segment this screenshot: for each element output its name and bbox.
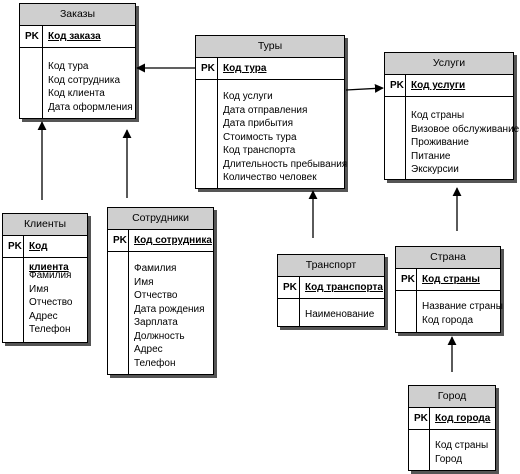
attribute: Дата оформления	[48, 101, 133, 113]
primary-key-row: PK Код заказа	[20, 26, 135, 48]
primary-key-field: Код услуги	[411, 80, 466, 91]
entity-zakazy: Заказы PK Код заказа Код тура Код сотруд…	[19, 3, 136, 119]
attribute-list: Фамилия Имя Отчество Адрес Телефон	[29, 269, 72, 337]
attribute-list: Название страны Код города	[422, 300, 503, 327]
attribute: Отчество	[29, 297, 73, 308]
entity-tury: Туры PK Код тура Код услуги Дата отправл…	[195, 35, 347, 189]
primary-key-row: PK Код тура	[196, 58, 344, 80]
attribute: Код страны	[435, 440, 489, 451]
attribute: Адрес	[29, 310, 58, 322]
pk-label: PK	[113, 235, 127, 246]
entity-title: Транспорт	[278, 255, 384, 277]
primary-key-field: Код города	[435, 413, 491, 424]
primary-key-row: PK Код услуги	[385, 75, 513, 97]
attribute: Код сотрудника	[48, 74, 121, 86]
attribute: Город	[435, 453, 463, 465]
attribute: Имя	[29, 283, 49, 295]
attribute: Экскурсии	[411, 164, 459, 175]
attribute: Количество человек	[223, 172, 317, 183]
attribute-list: Фамилия Имя Отчество Дата рождения Зарпл…	[134, 262, 205, 370]
column-divider	[23, 235, 24, 342]
column-divider	[128, 229, 129, 374]
attribute: Код клиента	[48, 88, 105, 99]
column-divider	[42, 25, 43, 118]
attribute: Название страны	[422, 301, 503, 312]
entity-title: Клиенты	[3, 214, 87, 236]
attribute: Код транспорта	[223, 145, 296, 156]
attribute: Фамилия	[134, 263, 177, 274]
attribute: Дата прибытия	[223, 118, 293, 129]
primary-key-field: Код тура	[223, 63, 267, 74]
pk-label: PK	[390, 80, 404, 91]
attribute: Адрес	[134, 344, 163, 355]
attribute: Визовое обслуживание	[411, 123, 520, 135]
primary-key-row: PK Код сотрудника	[108, 230, 213, 252]
attribute: Должность	[134, 330, 185, 342]
attribute-list: Код услуги Дата отправления Дата прибыти…	[223, 90, 347, 185]
attribute-list: Код страны Город	[435, 439, 488, 466]
primary-key-row: PK Код транспорта	[278, 277, 384, 299]
entity-sotrudniki: Сотрудники PK Код сотрудника Фамилия Имя…	[107, 207, 214, 375]
arrow-uslugi-to-tury	[345, 83, 384, 93]
pk-label: PK	[401, 274, 415, 285]
entity-title: Услуги	[385, 53, 513, 75]
entity-title: Страна	[396, 247, 500, 269]
attribute-list: Наименование	[305, 308, 374, 322]
primary-key-row: PK Код города	[409, 408, 495, 430]
entity-title: Город	[409, 386, 495, 408]
attribute-list: Код страны Визовое обслуживание Проживан…	[411, 109, 519, 177]
primary-key-field: Код клиента	[29, 241, 69, 273]
attribute: Наименование	[305, 309, 375, 320]
entity-uslugi: Услуги PK Код услуги Код страны Визовое …	[384, 52, 519, 180]
attribute: Фамилия	[29, 270, 72, 281]
primary-key-field: Код страны	[422, 274, 480, 285]
attribute: Длительность пребывания	[223, 158, 348, 170]
attribute-list: Код тура Код сотрудника Код клиента Дата…	[48, 60, 133, 114]
attribute: Питание	[411, 150, 451, 162]
attribute: Зарплата	[134, 317, 178, 328]
column-divider	[299, 276, 300, 326]
entity-transport: Транспорт PK Код транспорта Наименование	[277, 254, 385, 327]
attribute: Телефон	[134, 357, 176, 369]
entity-strana: Страна PK Код страны Название страны Код…	[395, 246, 503, 333]
attribute: Дата отправления	[223, 104, 308, 116]
column-divider	[429, 407, 430, 470]
attribute: Код страны	[411, 110, 465, 121]
column-divider	[416, 268, 417, 332]
attribute: Стоимость тура	[223, 131, 297, 143]
primary-key-field: Код сотрудника	[134, 235, 212, 246]
entity-title: Заказы	[20, 4, 135, 26]
column-divider	[405, 74, 406, 179]
primary-key-row: PK Код клиента	[3, 236, 87, 273]
attribute: Код услуги	[223, 91, 273, 102]
entity-title: Сотрудники	[108, 208, 213, 230]
attribute: Дата рождения	[134, 303, 205, 315]
attribute: Код города	[422, 314, 474, 326]
attribute: Проживание	[411, 137, 469, 148]
attribute: Код тура	[48, 61, 89, 72]
pk-label: PK	[201, 63, 215, 74]
entity-title: Туры	[196, 36, 344, 58]
attribute: Отчество	[134, 290, 178, 301]
entity-gorod: Город PK Код города Код страны Город	[408, 385, 496, 471]
column-divider	[217, 57, 218, 188]
pk-label: PK	[283, 282, 297, 293]
entity-klienty: Клиенты PK Код клиента Фамилия Имя Отчес…	[2, 213, 88, 343]
pk-label: PK	[8, 241, 22, 252]
primary-key-field: Код заказа	[48, 31, 101, 42]
primary-key-row: PK Код страны	[396, 269, 500, 291]
pk-label: PK	[414, 413, 428, 424]
attribute: Имя	[134, 276, 154, 288]
primary-key-field: Код транспорта	[305, 282, 383, 293]
attribute: Телефон	[29, 324, 71, 335]
pk-label: PK	[25, 31, 39, 42]
